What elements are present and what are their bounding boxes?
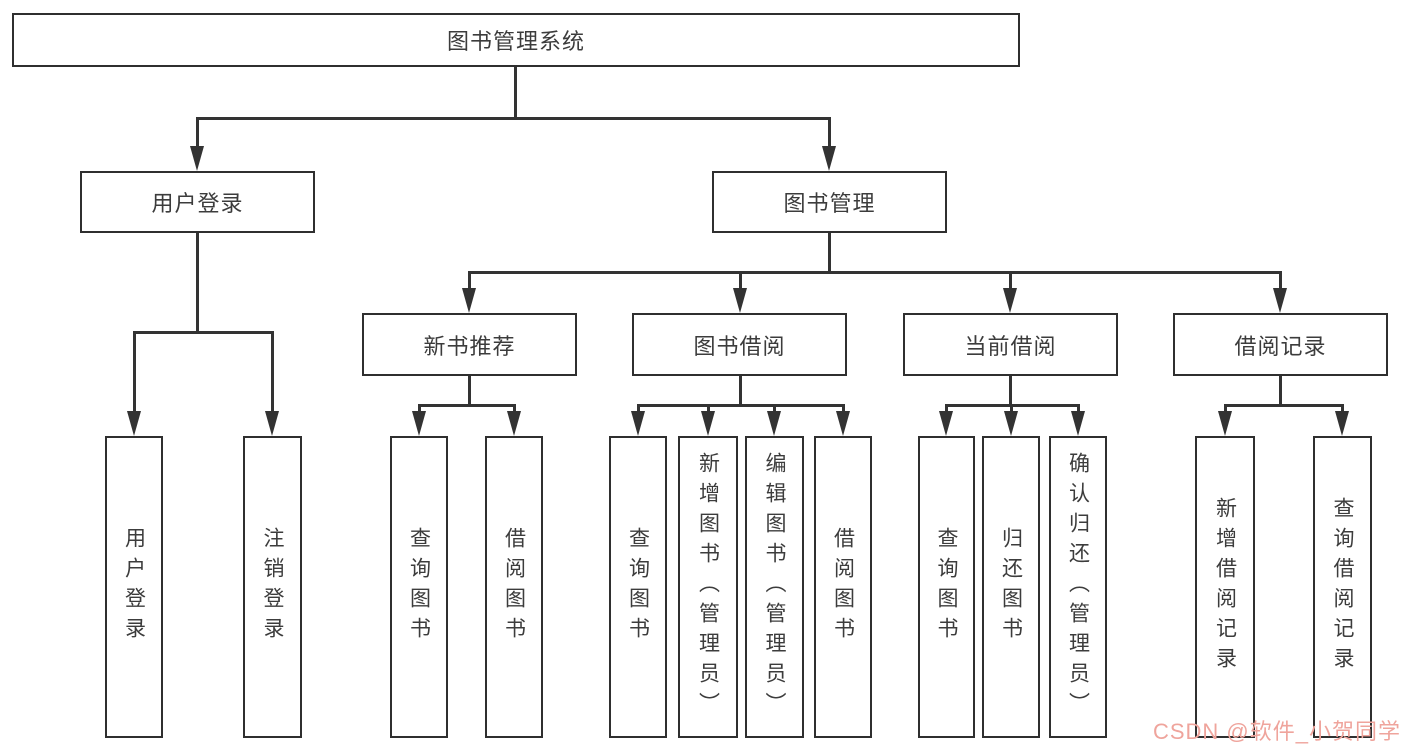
node-book-management-label: 图书管理 xyxy=(783,191,876,216)
arrow-to-logout-leaf xyxy=(265,411,279,436)
leaf-borrow-books-label: 借阅图书 xyxy=(831,527,855,647)
leaf-borrow-books-recommend-label: 借阅图书 xyxy=(502,527,526,647)
connector-root-stem xyxy=(514,67,517,119)
arrow-to-current-borrow xyxy=(1003,288,1017,313)
connector-section1-stem xyxy=(739,376,742,407)
arrow-to-add-borrow-record xyxy=(1218,411,1232,436)
leaf-logout: 注销登录 xyxy=(243,436,302,738)
arrow-to-user-login xyxy=(190,146,204,171)
connector-section3-branch xyxy=(1224,404,1343,407)
connector-login-stem xyxy=(196,233,199,334)
connector-shaft-s3-leaf1 xyxy=(1341,404,1344,416)
connector-shaft-book-borrow xyxy=(739,271,742,291)
connector-shaft-s0-leaf1 xyxy=(513,404,516,416)
connector-shaft-s1-leaf0 xyxy=(637,404,640,416)
leaf-borrow-books-recommend: 借阅图书 xyxy=(485,436,543,738)
node-root-label: 图书管理系统 xyxy=(446,29,585,54)
arrow-to-query-books-borrow xyxy=(631,411,645,436)
arrow-to-query-borrow-record xyxy=(1335,411,1349,436)
leaf-edit-books-admin: 编辑图书（管理员） xyxy=(745,436,804,738)
leaf-confirm-return-admin-label: 确认归还（管理员） xyxy=(1066,452,1090,722)
node-new-book-recommend: 新书推荐 xyxy=(362,313,577,376)
leaf-borrow-books: 借阅图书 xyxy=(814,436,872,738)
leaf-query-books-borrow: 查询图书 xyxy=(609,436,667,738)
leaf-query-borrow-record: 查询借阅记录 xyxy=(1313,436,1372,738)
node-user-login-label: 用户登录 xyxy=(151,191,244,216)
arrow-to-edit-books-admin xyxy=(767,411,781,436)
connector-section1-branch xyxy=(637,404,844,407)
leaf-user-login-label: 用户登录 xyxy=(122,527,146,647)
connector-shaft-s3-leaf0 xyxy=(1224,404,1227,416)
connector-management-stem xyxy=(828,233,831,274)
node-book-borrow: 图书借阅 xyxy=(632,313,847,376)
leaf-add-books-admin-label: 新增图书（管理员） xyxy=(696,452,720,722)
arrow-to-add-books-admin xyxy=(701,411,715,436)
connector-shaft-logout-leaf xyxy=(271,331,274,415)
csdn-watermark: CSDN @软件_小贺同学 xyxy=(1152,719,1401,744)
connector-shaft-user-login xyxy=(196,117,199,151)
node-current-borrow: 当前借阅 xyxy=(903,313,1118,376)
connector-shaft-s0-leaf0 xyxy=(418,404,421,416)
leaf-add-borrow-record: 新增借阅记录 xyxy=(1195,436,1255,738)
leaf-query-books-recommend: 查询图书 xyxy=(390,436,448,738)
connector-login-branch xyxy=(133,331,274,334)
connector-shaft-current-borrow xyxy=(1009,271,1012,291)
connector-shaft-s2-leaf2 xyxy=(1077,404,1080,416)
connector-root-branch xyxy=(196,117,831,120)
node-borrow-records: 借阅记录 xyxy=(1173,313,1388,376)
node-book-borrow-label: 图书借阅 xyxy=(693,333,786,359)
arrow-to-return-books xyxy=(1004,411,1018,436)
arrow-to-book-borrow xyxy=(733,288,747,313)
node-user-login: 用户登录 xyxy=(80,171,315,233)
connector-shaft-s1-leaf2 xyxy=(773,404,776,416)
arrow-to-user-login-leaf xyxy=(127,411,141,436)
connector-shaft-s1-leaf1 xyxy=(707,404,710,416)
node-root: 图书管理系统 xyxy=(12,13,1020,67)
connector-shaft-book-management xyxy=(828,117,831,151)
leaf-user-login: 用户登录 xyxy=(105,436,163,738)
leaf-confirm-return-admin: 确认归还（管理员） xyxy=(1049,436,1107,738)
arrow-to-borrow-books-recommend xyxy=(507,411,521,436)
node-current-borrow-label: 当前借阅 xyxy=(964,333,1057,359)
leaf-edit-books-admin-label: 编辑图书（管理员） xyxy=(763,452,786,722)
leaf-query-books-recommend-label: 查询图书 xyxy=(407,527,431,647)
connector-section3-stem xyxy=(1279,376,1282,407)
leaf-query-borrow-record-label: 查询借阅记录 xyxy=(1331,497,1354,677)
leaf-query-books-borrow-label: 查询图书 xyxy=(626,527,650,647)
leaf-query-books-current-label: 查询图书 xyxy=(935,527,958,647)
connector-shaft-login-leaf xyxy=(133,331,136,415)
arrow-to-borrow-books xyxy=(836,411,850,436)
arrow-to-new-book-recommend xyxy=(462,288,476,313)
connector-shaft-new-book xyxy=(468,271,471,291)
node-book-management: 图书管理 xyxy=(712,171,947,233)
node-borrow-records-label: 借阅记录 xyxy=(1234,333,1327,359)
connector-shaft-s1-leaf3 xyxy=(842,404,845,416)
node-new-book-recommend-label: 新书推荐 xyxy=(423,333,516,359)
arrow-to-query-books-recommend xyxy=(412,411,426,436)
connector-shaft-s2-leaf1 xyxy=(1010,404,1013,416)
connector-section2-stem xyxy=(1009,376,1012,407)
arrow-to-book-management xyxy=(822,146,836,171)
connector-section0-branch xyxy=(418,404,516,407)
leaf-logout-label: 注销登录 xyxy=(261,527,284,647)
arrow-to-borrow-records xyxy=(1273,288,1287,313)
connector-section0-stem xyxy=(468,376,471,407)
connector-shaft-borrow-records xyxy=(1279,271,1282,291)
leaf-query-books-current: 查询图书 xyxy=(918,436,975,738)
leaf-return-books: 归还图书 xyxy=(982,436,1040,738)
connector-management-branch xyxy=(468,271,1282,274)
leaf-add-books-admin: 新增图书（管理员） xyxy=(678,436,738,738)
arrow-to-query-books-current xyxy=(939,411,953,436)
leaf-add-borrow-record-label: 新增借阅记录 xyxy=(1213,497,1237,677)
leaf-return-books-label: 归还图书 xyxy=(999,527,1023,647)
arrow-to-confirm-return-admin xyxy=(1071,411,1085,436)
connector-shaft-s2-leaf0 xyxy=(945,404,948,416)
